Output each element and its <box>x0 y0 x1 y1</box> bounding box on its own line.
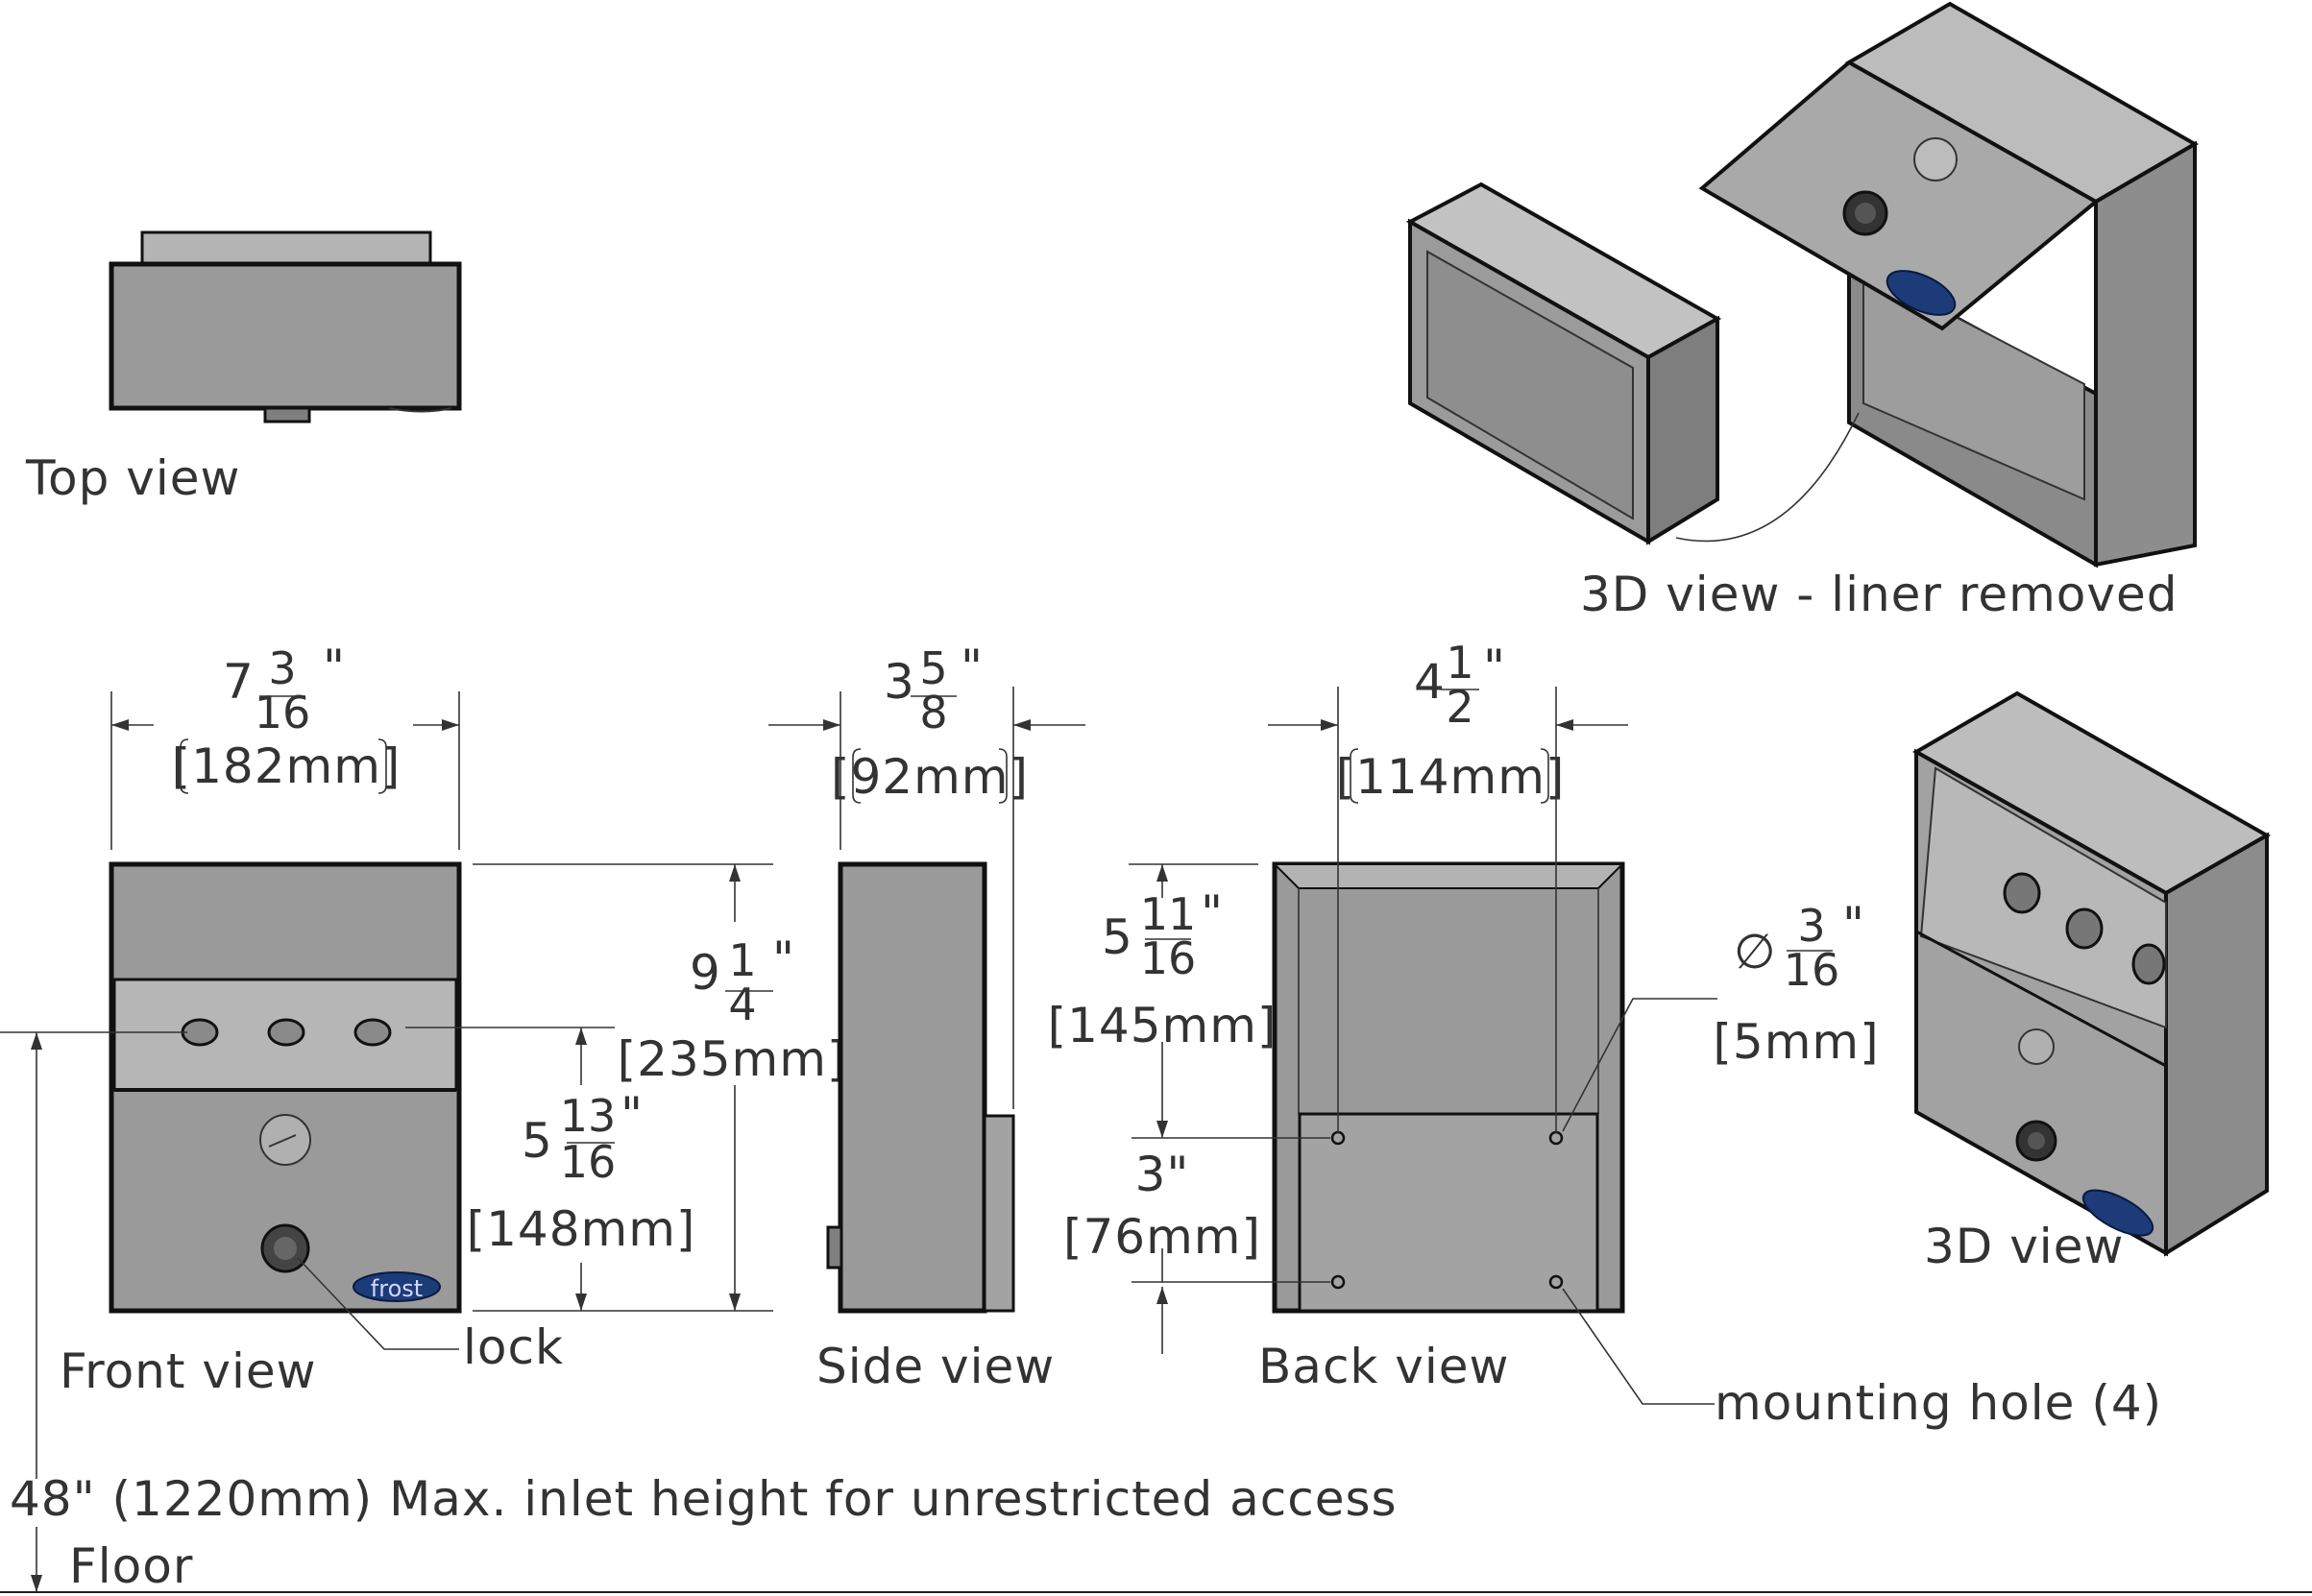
depth-dimension-lines <box>768 687 1085 1109</box>
width-unit: " <box>323 640 346 695</box>
hole-h-unit: " <box>1483 640 1506 695</box>
iso-liner-drawing <box>1405 1 2199 568</box>
inlet-height-lines <box>0 1031 2312 1593</box>
hole-top-metric: [145mm] <box>1048 998 1278 1053</box>
hole-h-metric: [114mm] <box>1336 749 1566 805</box>
inlet-dimension-lines <box>405 1027 615 1311</box>
hole-h-dimension-lines <box>1268 687 1628 1133</box>
inlet-metric: [148mm] <box>467 1201 696 1257</box>
hole-h-num: 1 <box>1446 637 1473 689</box>
iso-view-label: 3D view <box>1924 1219 2124 1274</box>
width-den: 16 <box>255 687 311 738</box>
hole-top-whole: 5 <box>1102 909 1133 965</box>
hole-v-text: 3" <box>1135 1147 1190 1202</box>
hole-top-dimension-lines <box>1129 863 1330 1354</box>
side-view-label: Side view <box>816 1339 1055 1394</box>
lock-callout-label: lock <box>463 1319 564 1375</box>
hole-v-metric: [76mm] <box>1063 1209 1261 1265</box>
width-num: 3 <box>268 642 296 694</box>
height-num: 1 <box>728 934 756 986</box>
inlet-den: 16 <box>560 1136 617 1188</box>
width-metric: [182mm] <box>172 738 402 794</box>
max-inlet-note: 48" (1220mm) Max. inlet height for unres… <box>10 1471 1398 1527</box>
hole-dia-den: 16 <box>1784 944 1840 996</box>
hole-top-den: 16 <box>1140 932 1197 984</box>
height-den: 4 <box>728 979 756 1030</box>
front-view-label: Front view <box>60 1343 317 1399</box>
mounting-hole-label: mounting hole (4) <box>1715 1375 2162 1431</box>
hole-dia-num: 3 <box>1797 900 1825 952</box>
height-unit: " <box>772 931 795 987</box>
floor-label: Floor <box>69 1538 193 1594</box>
iso-liner-label: 3D view - liner removed <box>1580 567 2178 622</box>
inlet-num: 13 <box>560 1090 617 1142</box>
top-view-drawing <box>109 230 462 423</box>
inlet-whole: 5 <box>522 1113 553 1169</box>
height-metric: [235mm] <box>618 1031 847 1087</box>
front-logo-text: frost <box>371 1275 423 1302</box>
height-dimension-lines <box>473 863 773 1312</box>
hole-top-unit: " <box>1201 885 1224 941</box>
iso-view-drawing <box>1911 690 2272 1257</box>
inlet-unit: " <box>621 1087 644 1143</box>
width-whole: 7 <box>223 654 255 710</box>
hole-h-den: 2 <box>1446 681 1473 733</box>
front-view-drawing <box>109 861 462 1314</box>
depth-whole: 3 <box>884 654 915 710</box>
hole-dia-unit: " <box>1842 897 1865 953</box>
depth-unit: " <box>961 640 984 695</box>
top-view-label: Top view <box>25 450 240 506</box>
height-whole: 9 <box>690 945 721 1001</box>
lock-leader <box>297 1257 459 1350</box>
hole-dia-leader <box>1562 950 1833 1132</box>
depth-den: 8 <box>919 687 947 738</box>
width-dimension-lines <box>110 691 460 850</box>
hole-h-whole: 4 <box>1414 654 1446 710</box>
side-view-drawing <box>826 861 1015 1314</box>
back-view-label: Back view <box>1258 1339 1509 1394</box>
hole-dia-metric: [5mm] <box>1713 1014 1879 1070</box>
back-view-drawing <box>1272 861 1625 1314</box>
depth-metric: [92mm] <box>831 749 1029 805</box>
hole-dia-symbol: ∅ <box>1734 924 1777 979</box>
mounting-hole-leader <box>1562 1288 1715 1405</box>
hole-top-num: 11 <box>1140 888 1197 940</box>
depth-num: 5 <box>919 642 947 694</box>
